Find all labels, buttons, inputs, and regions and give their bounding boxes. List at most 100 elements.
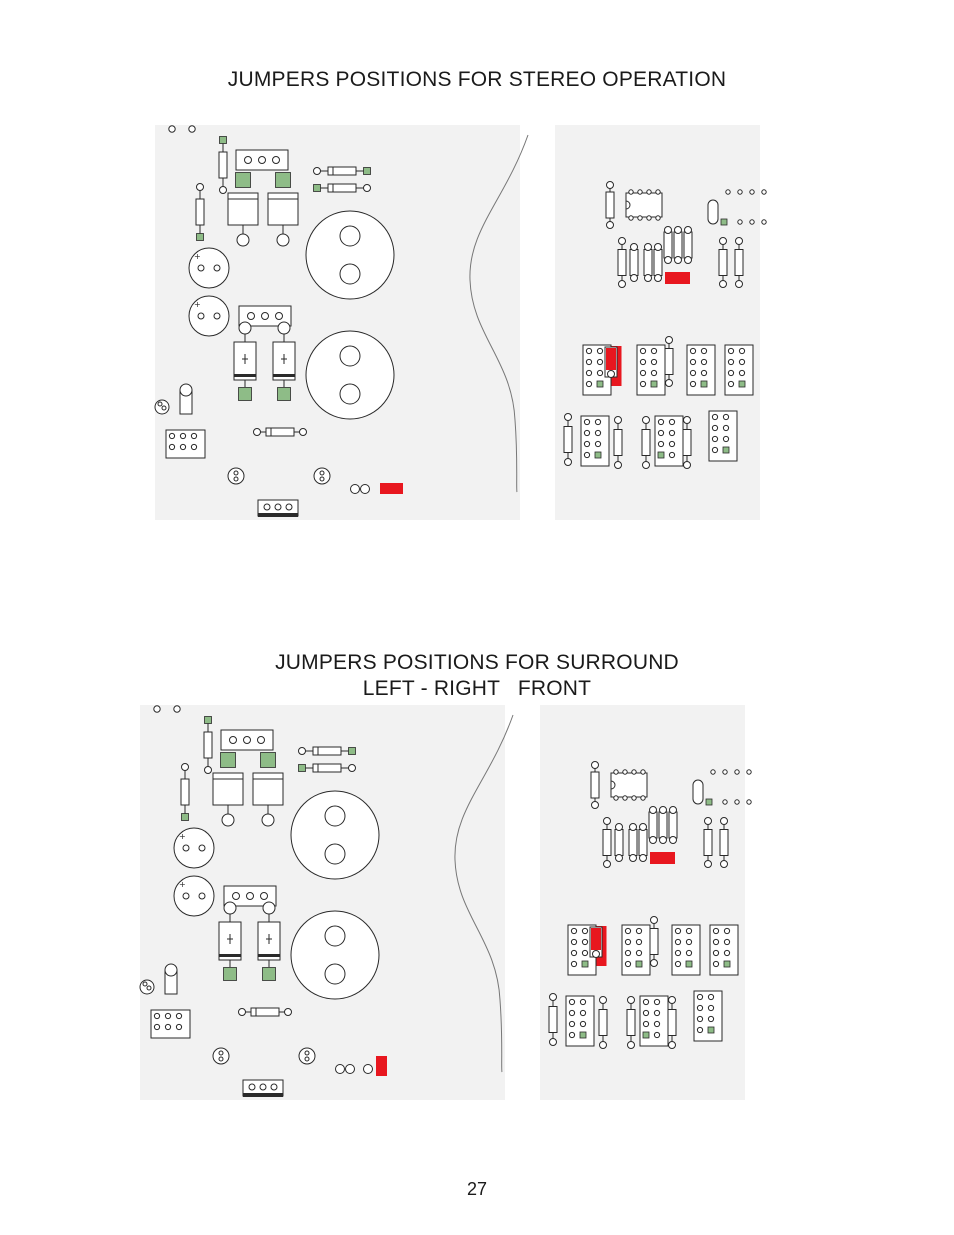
jumper-header (654, 415, 684, 467)
pin-hole (622, 795, 628, 801)
pin-hole (198, 892, 206, 900)
pin-hole (613, 769, 619, 775)
connector-base (258, 513, 298, 517)
pin-hole (319, 476, 325, 482)
pin-hole (723, 949, 731, 957)
pin-hole (639, 823, 647, 831)
pin-hole (659, 836, 667, 844)
resistor (238, 1007, 292, 1017)
jumper-header (165, 429, 206, 459)
transistor-small (212, 1047, 230, 1065)
pin-hole (685, 927, 693, 935)
pin-hole (696, 1015, 704, 1023)
pin-hole (247, 312, 255, 320)
pin-hole (628, 189, 634, 195)
solder-pad (235, 172, 251, 188)
pin-hole (583, 451, 591, 459)
solder-pad (685, 960, 693, 968)
pin-hole (642, 1009, 650, 1017)
pin-hole (549, 993, 557, 1001)
pin-hole (689, 369, 697, 377)
pin-hole (727, 358, 735, 366)
pin-hole (218, 1050, 224, 1056)
pin-hole (669, 806, 677, 814)
pin-hole (684, 256, 692, 264)
solder-pad (298, 764, 306, 772)
pin-hole (335, 1064, 345, 1074)
solder-pad (363, 167, 371, 175)
pin-hole (272, 156, 280, 164)
pin-hole (564, 458, 572, 466)
transistor-small (298, 1047, 316, 1065)
pin-hole (649, 836, 657, 844)
pin-hole (650, 358, 658, 366)
pin-hole (649, 806, 657, 814)
resistor (605, 181, 615, 229)
pin-hole (635, 938, 643, 946)
pin-hole (570, 960, 578, 968)
pin-hole (583, 440, 591, 448)
pin-hole (168, 432, 176, 440)
pin-hole (650, 347, 658, 355)
pin-hole (722, 799, 728, 805)
pin-hole (653, 998, 661, 1006)
pin-hole (153, 1023, 161, 1031)
pin-hole (722, 435, 730, 443)
section-subtitle-surround: LEFT - RIGHT FRONT (362, 677, 592, 700)
pin-hole (592, 950, 600, 958)
pin-hole (639, 347, 647, 355)
pin-hole (627, 996, 635, 1004)
pin-hole (213, 312, 221, 320)
pin-hole (583, 418, 591, 426)
resistor (203, 716, 213, 774)
resistor (617, 237, 627, 288)
resistor (626, 996, 636, 1049)
polarity-mark: + (179, 880, 186, 889)
solder-pad (220, 752, 236, 768)
output-connector (242, 1079, 284, 1097)
resistor (643, 243, 653, 282)
pin-hole (668, 996, 676, 1004)
pin-hole (629, 854, 637, 862)
pin-hole (668, 418, 676, 426)
jumper-red (650, 852, 675, 864)
pin-hole (727, 380, 735, 388)
resistor (648, 806, 658, 844)
pin-hole (261, 813, 275, 827)
transistor (212, 772, 244, 806)
pin-hole (669, 836, 677, 844)
pin-hole (624, 927, 632, 935)
pin-hole (665, 379, 673, 387)
pin-hole (734, 769, 740, 775)
jumper-header (621, 924, 651, 976)
pin-hole (653, 1020, 661, 1028)
pin-hole (644, 274, 652, 282)
solder-pad (700, 380, 708, 388)
pin-hole (711, 435, 719, 443)
left-board: ++ (139, 705, 387, 1097)
regulator (218, 901, 242, 981)
pin-hole (707, 1004, 715, 1012)
capacitor-axial (707, 199, 719, 225)
pin-hole (635, 949, 643, 957)
polarity-mark: + (179, 832, 186, 841)
pin-hole (153, 705, 161, 713)
pin-hole (664, 256, 672, 264)
header-3pin (235, 149, 289, 171)
pin-hole (668, 1041, 676, 1049)
right-board (563, 181, 767, 469)
resistor (658, 806, 668, 844)
jumper-header (580, 415, 610, 467)
pin-hole (570, 927, 578, 935)
pin-hole (689, 380, 697, 388)
pin-hole (683, 416, 691, 424)
pin-hole (720, 817, 728, 825)
resistor (649, 916, 659, 967)
pin-hole (737, 219, 743, 225)
pin-hole (689, 347, 697, 355)
capacitor-small: + (188, 247, 230, 289)
solder-pad (596, 380, 604, 388)
pin-hole (146, 985, 152, 991)
pin-hole (161, 405, 167, 411)
jumper-header (671, 924, 701, 976)
